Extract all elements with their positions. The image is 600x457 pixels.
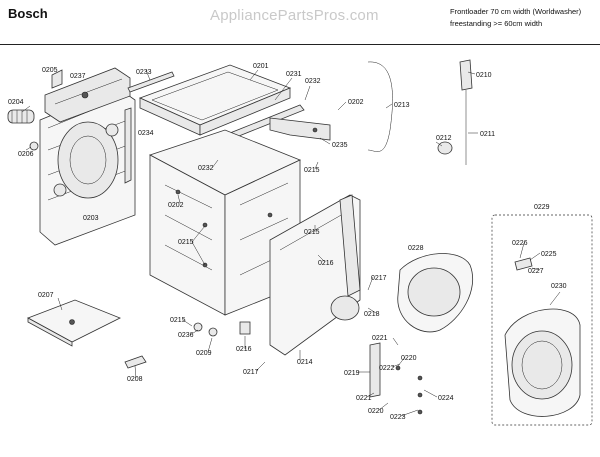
- cable-harness: [367, 61, 393, 152]
- label-0205: 0205: [42, 67, 58, 74]
- label-0201: 0201: [253, 63, 269, 70]
- label-0232-top: 0232: [305, 78, 321, 85]
- label-0230: 0230: [551, 283, 567, 290]
- label-0236: 0236: [178, 332, 194, 339]
- label-0220-b: 0220: [368, 408, 384, 415]
- brand-title: Bosch: [8, 6, 48, 21]
- top-bracket: [269, 117, 331, 141]
- label-0216-b: 0216: [236, 346, 252, 353]
- label-0221-b: 0221: [356, 395, 372, 402]
- label-0206: 0206: [18, 151, 34, 158]
- label-0212: 0212: [436, 135, 452, 142]
- label-0215-d: 0215: [170, 317, 186, 324]
- label-0222: 0222: [379, 365, 395, 372]
- label-0208: 0208: [127, 376, 143, 383]
- hook-assembly: [459, 59, 473, 165]
- rear-panel: [39, 87, 136, 246]
- door-seal-ring: [397, 253, 474, 333]
- top-panel: [138, 64, 292, 136]
- side-bar-part: [124, 107, 132, 184]
- base-plinth: [27, 299, 121, 347]
- label-0216-a: 0216: [318, 260, 334, 267]
- part-labels: 0205 0237 0233 0201 0231 0232 0202 0213 …: [8, 63, 567, 421]
- hook-part: [51, 69, 63, 89]
- front-strip: [339, 194, 361, 297]
- header-divider: [0, 44, 600, 45]
- clip-part: [29, 141, 39, 151]
- label-0223: 0223: [390, 414, 406, 421]
- label-0213: 0213: [394, 102, 410, 109]
- model-note-line-1: Frontloader 70 cm width (Worldwasher): [450, 7, 582, 16]
- label-0202-top: 0202: [348, 99, 364, 106]
- knob-part: [437, 141, 453, 155]
- label-0220-a: 0220: [401, 355, 417, 362]
- label-0231: 0231: [286, 71, 302, 78]
- model-note: Frontloader 70 cm width (Worldwasher) fr…: [450, 6, 581, 30]
- label-0211: 0211: [480, 131, 495, 138]
- label-0214: 0214: [297, 359, 313, 366]
- label-0209: 0209: [196, 350, 212, 357]
- label-0234: 0234: [138, 130, 154, 137]
- label-0226: 0226: [512, 240, 528, 247]
- leader-lines: [21, 69, 561, 417]
- label-0202-mid: 0202: [168, 202, 184, 209]
- label-0218: 0218: [364, 311, 380, 318]
- label-0224: 0224: [438, 395, 454, 402]
- label-0215-a: 0215: [304, 167, 320, 174]
- rail-part: [127, 71, 175, 93]
- front-panel: [269, 194, 361, 356]
- watermark: AppliancePartsPros.com: [210, 7, 379, 24]
- hinge-parts: [369, 342, 423, 415]
- label-0210: 0210: [476, 72, 492, 79]
- label-0225: 0225: [541, 251, 557, 258]
- small-bracket: [124, 355, 147, 369]
- label-0207: 0207: [38, 292, 54, 299]
- label-0204: 0204: [8, 99, 24, 106]
- label-0215-c: 0215: [178, 239, 194, 246]
- label-0219: 0219: [344, 370, 360, 377]
- label-0232-mid: 0232: [198, 165, 214, 172]
- model-note-line-2: freestanding >= 60cm width: [450, 19, 543, 28]
- label-0235: 0235: [332, 142, 348, 149]
- label-0233: 0233: [136, 69, 152, 76]
- label-0237: 0237: [70, 73, 86, 80]
- label-0221-a: 0221: [372, 335, 388, 342]
- feet-parts: [193, 321, 251, 337]
- label-0229: 0229: [534, 204, 550, 211]
- label-0215-b: 0215: [304, 229, 320, 236]
- label-0228: 0228: [408, 245, 424, 252]
- label-0203: 0203: [83, 215, 99, 222]
- label-0217-b: 0217: [243, 369, 259, 376]
- hose-part: [7, 109, 35, 124]
- label-0227: 0227: [528, 268, 544, 275]
- label-0217-a: 0217: [371, 275, 387, 282]
- door-assembly-box: [491, 214, 593, 426]
- rear-bracket: [44, 67, 131, 123]
